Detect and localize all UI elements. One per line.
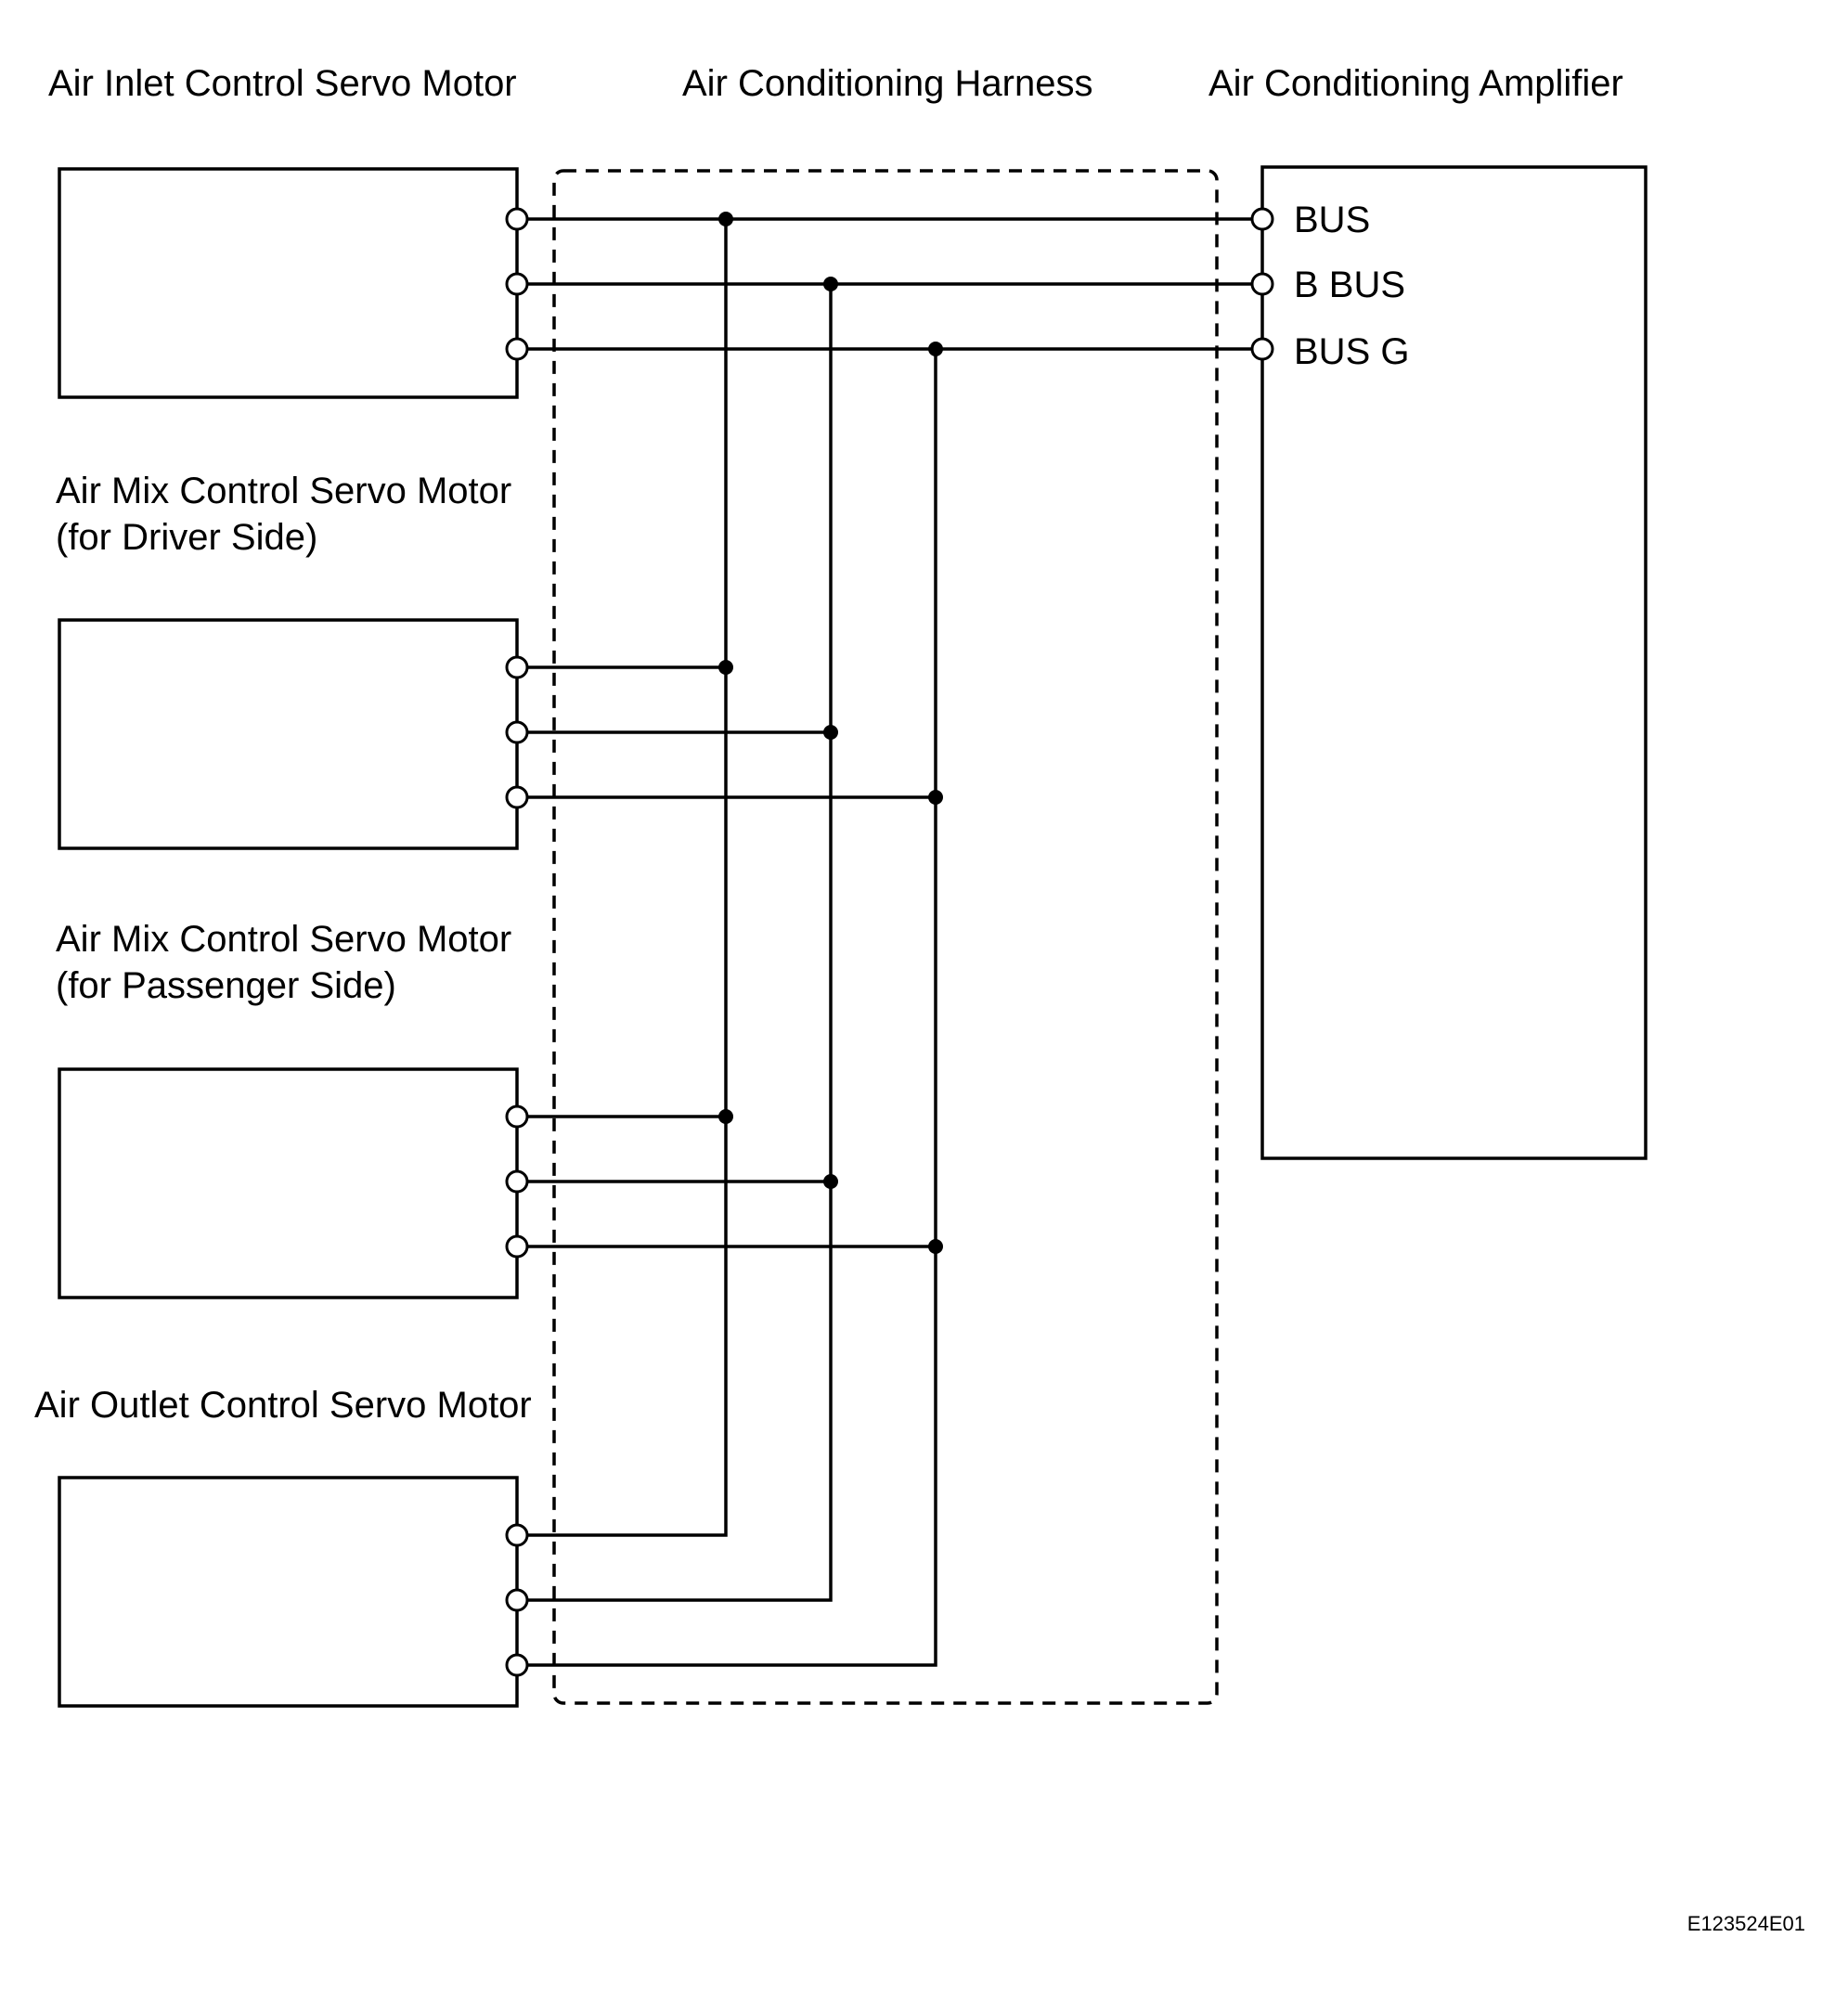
inlet-motor-box [58, 167, 519, 399]
splice-dot [823, 725, 838, 740]
splice-dot [823, 1174, 838, 1189]
splice-dot [718, 1109, 733, 1124]
mix-driver-motor-box [58, 618, 519, 850]
terminal [505, 1523, 529, 1547]
terminal [505, 207, 529, 231]
amplifier-title: Air Conditioning Amplifier [1208, 63, 1623, 104]
harness-title: Air Conditioning Harness [682, 63, 1092, 104]
mix-passenger-motor-box [58, 1067, 519, 1299]
splice-dot [928, 342, 943, 356]
inlet-motor-title: Air Inlet Control Servo Motor [48, 63, 517, 104]
splice-dot [928, 790, 943, 805]
terminal [1250, 337, 1274, 361]
splice-dot [823, 277, 838, 291]
amplifier-box [1260, 165, 1648, 1160]
mix-passenger-title-line2: (for Passenger Side) [56, 965, 396, 1006]
pin-label-bus-g: BUS G [1294, 331, 1409, 372]
splice-dot [718, 212, 733, 226]
outlet-motor-box [58, 1476, 519, 1708]
terminal [505, 1169, 529, 1194]
trunk-bus [525, 219, 728, 1537]
mix-passenger-title-line1: Air Mix Control Servo Motor [56, 919, 511, 960]
figure-code: E123524E01 [1687, 1912, 1805, 1935]
splice-dot [928, 1239, 943, 1254]
mix-driver-title-line2: (for Driver Side) [56, 517, 317, 558]
terminal [1250, 272, 1274, 296]
terminal [505, 1104, 529, 1129]
outlet-motor-title: Air Outlet Control Servo Motor [34, 1385, 532, 1426]
trunk-bus-g [525, 349, 937, 1667]
terminal [505, 1234, 529, 1259]
terminal [505, 720, 529, 744]
splice-dot [718, 660, 733, 675]
terminal [505, 785, 529, 809]
terminal [505, 1653, 529, 1677]
trunk-b-bus [525, 284, 833, 1602]
pin-label-bus: BUS [1294, 200, 1370, 240]
terminal [505, 655, 529, 679]
harness-outline [552, 169, 1219, 1705]
terminal [505, 1588, 529, 1612]
terminal [1250, 207, 1274, 231]
terminal [505, 337, 529, 361]
mix-driver-title-line1: Air Mix Control Servo Motor [56, 471, 511, 511]
pin-label-b-bus: B BUS [1294, 265, 1405, 305]
terminal [505, 272, 529, 296]
